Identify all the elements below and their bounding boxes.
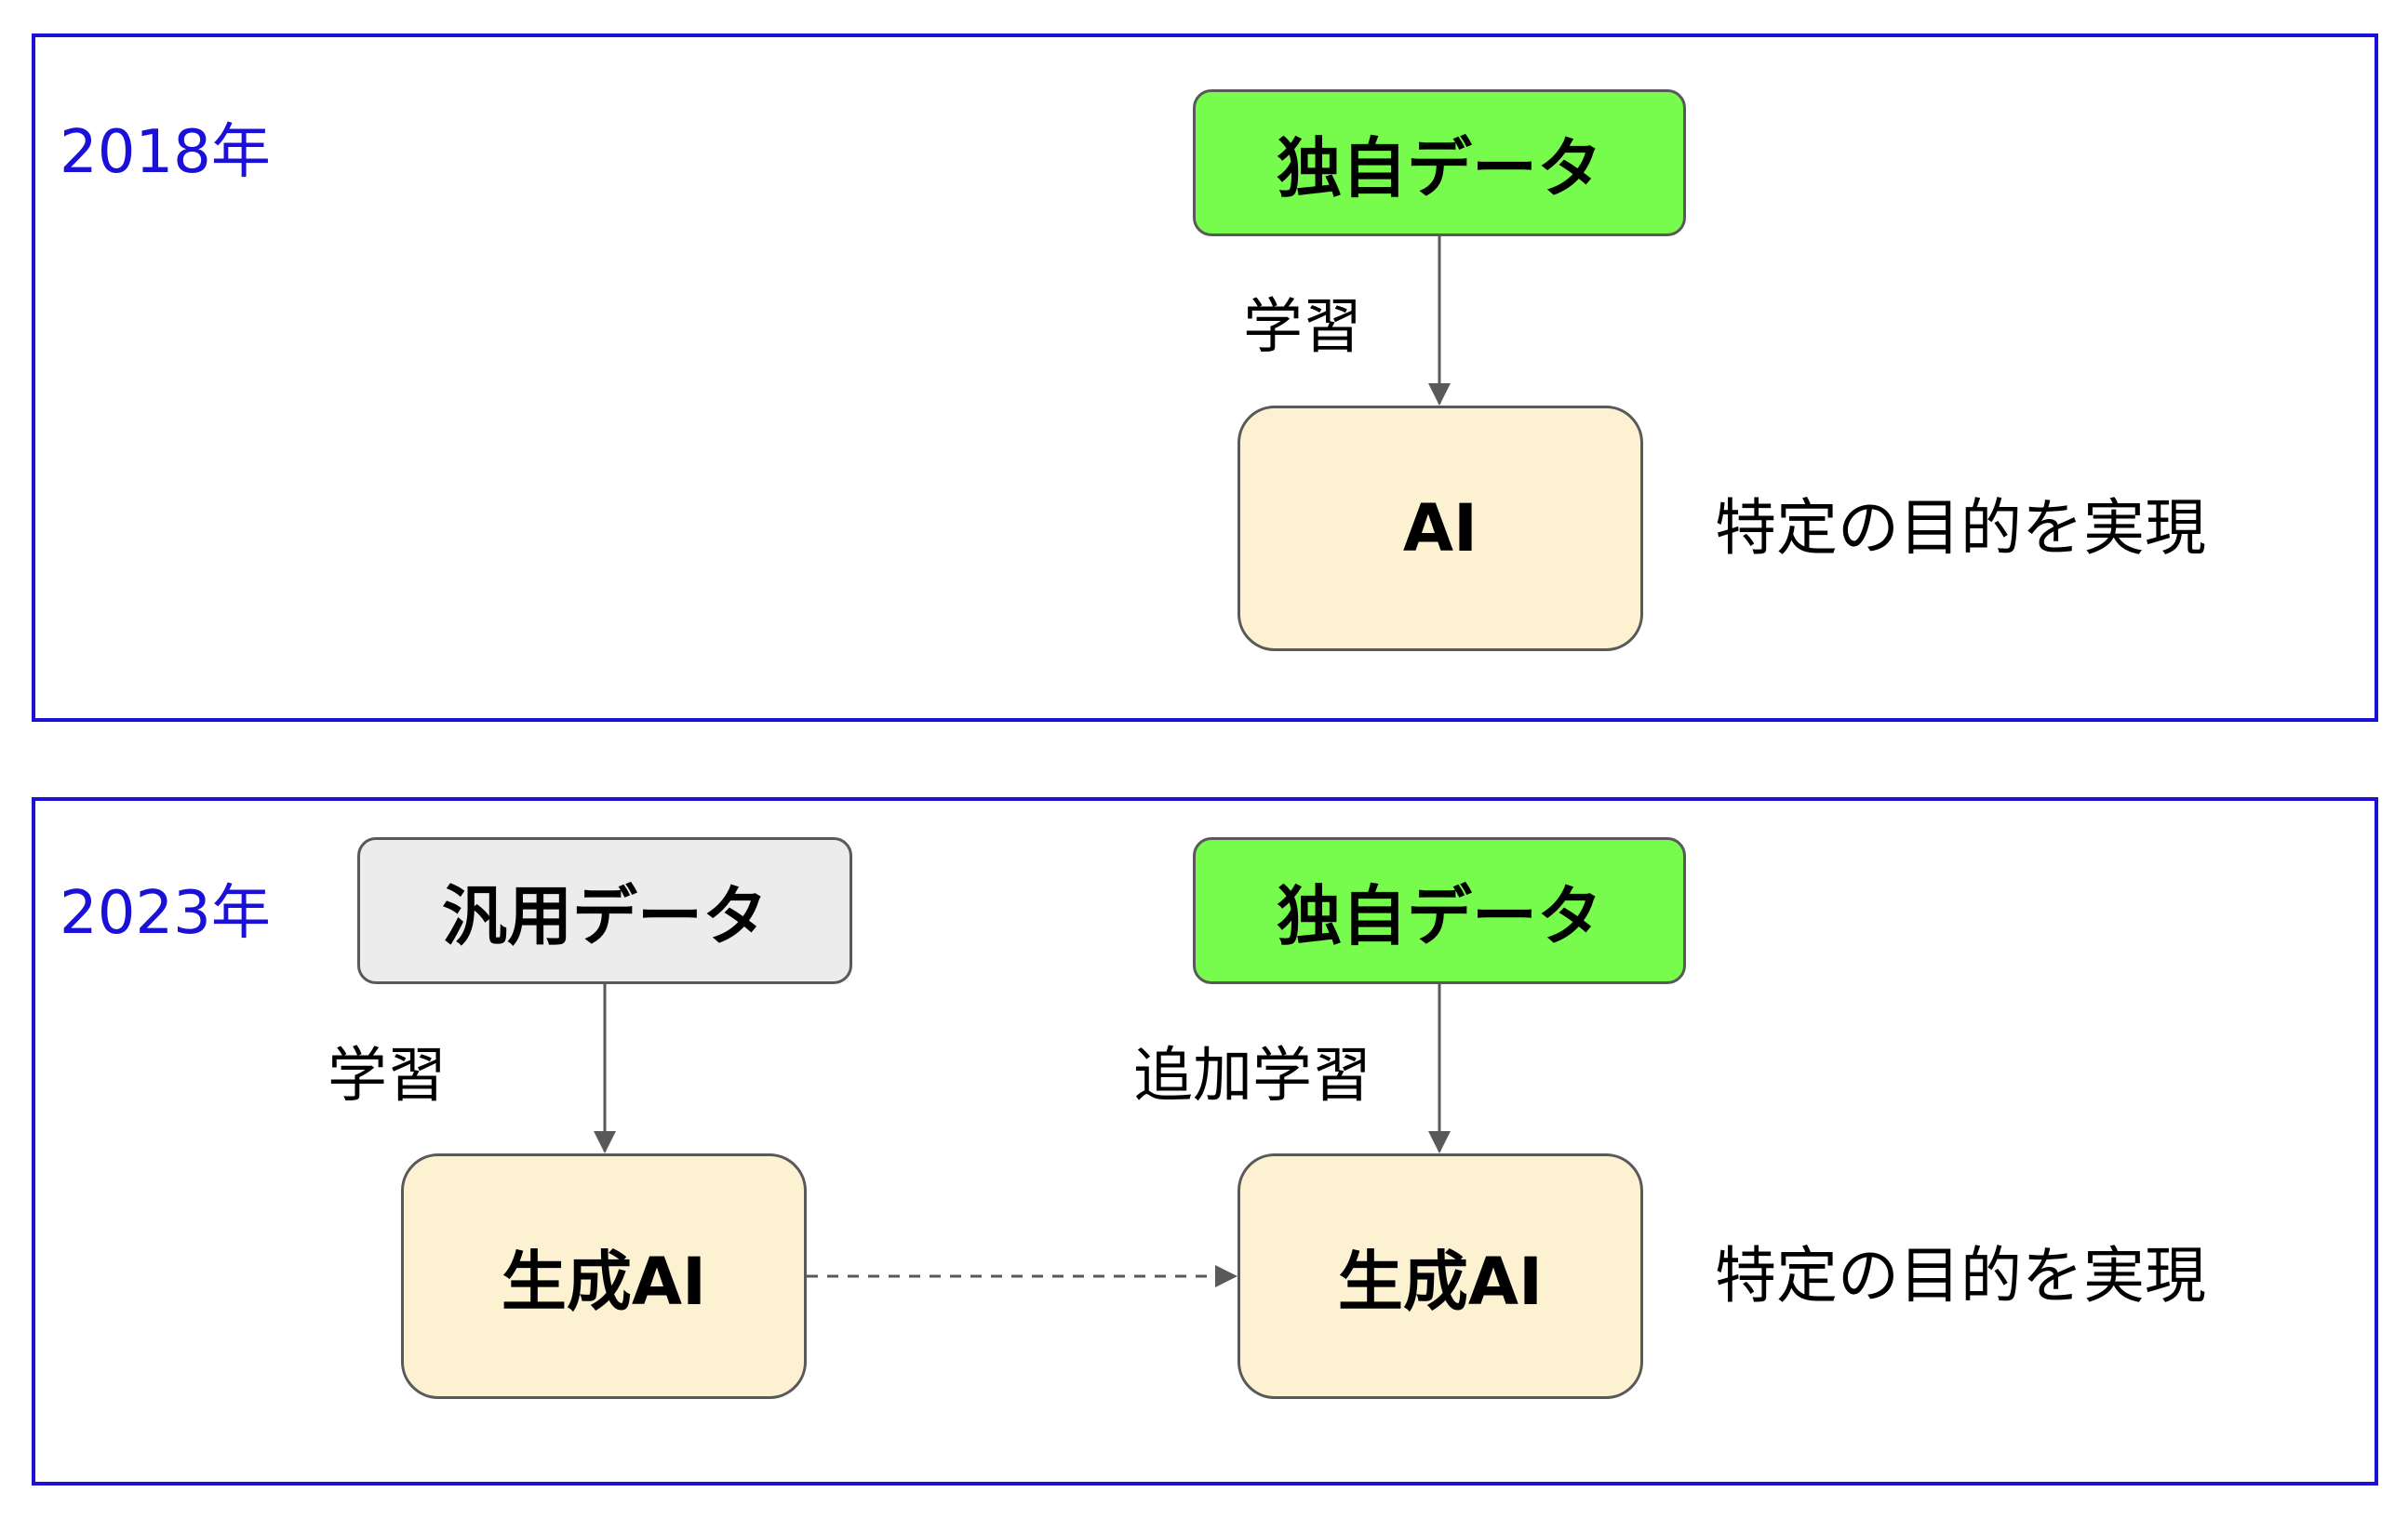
edge-label-training-2018: 学習 [1243, 293, 1362, 362]
year-label-2018: 2018年 [60, 118, 271, 187]
result-label-2018: 特定の目的を実現 [1715, 492, 2206, 564]
edge-label-additional-training: 追加学習 [1133, 1042, 1371, 1111]
edge-label-training-2023: 学習 [328, 1042, 447, 1111]
year-label-2023: 2023年 [60, 879, 271, 948]
general-data-node: 汎用データ [357, 837, 852, 984]
proprietary-data-node-2018: 独自データ [1193, 89, 1686, 236]
proprietary-data-node-2023: 独自データ [1193, 837, 1686, 984]
generative-ai-node-tuned: 生成AI [1237, 1153, 1643, 1399]
result-label-2023: 特定の目的を実現 [1715, 1240, 2206, 1312]
generative-ai-node-base: 生成AI [401, 1153, 807, 1399]
ai-node-2018: AI [1237, 406, 1643, 651]
